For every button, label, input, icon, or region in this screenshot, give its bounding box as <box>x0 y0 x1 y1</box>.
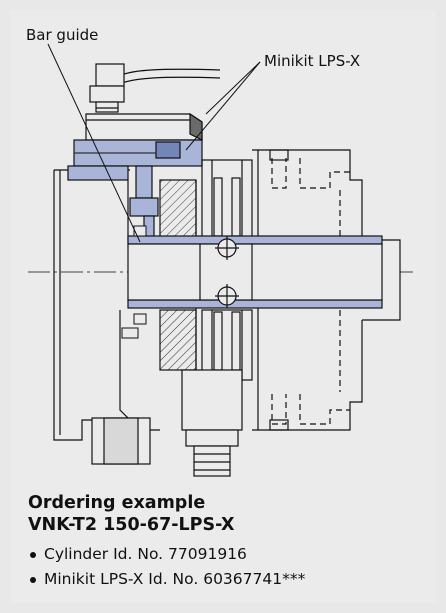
bar-guide-tube <box>127 235 383 309</box>
ordering-heading-line2: VNK-T2 150-67-LPS-X <box>28 515 235 535</box>
fastening-screws <box>121 225 147 339</box>
minikit-leader-1 <box>205 61 261 115</box>
cylinder-assembly-drawing <box>28 43 414 477</box>
ordering-items-list: Cylinder Id. No. 77091916 Minikit LPS-X … <box>28 542 305 592</box>
callout-minikit: Minikit LPS-X <box>264 52 361 70</box>
piston-section <box>159 159 253 381</box>
minikit-sensor-block <box>73 112 203 167</box>
minikit-leader-2 <box>185 61 261 151</box>
cylinder-housing-left <box>53 165 160 465</box>
sensor-cable <box>119 68 221 77</box>
ordering-heading-line1: Ordering example <box>28 493 206 513</box>
list-item: Cylinder Id. No. 77091916 <box>28 542 305 567</box>
callout-bar-guide: Bar guide <box>26 26 99 44</box>
sensor-connector <box>89 63 125 113</box>
list-item: Minikit LPS-X Id. No. 60367741*** <box>28 567 305 592</box>
figure-panel: Bar guide Minikit LPS-X Ordering example… <box>10 10 436 603</box>
bar-guide-leader <box>47 43 141 243</box>
hydraulic-fitting-bottom <box>181 369 243 477</box>
ordering-heading: Ordering example VNK-T2 150-67-LPS-X <box>28 492 234 536</box>
sensor-stem <box>129 165 159 243</box>
sensing-holes <box>215 236 239 308</box>
